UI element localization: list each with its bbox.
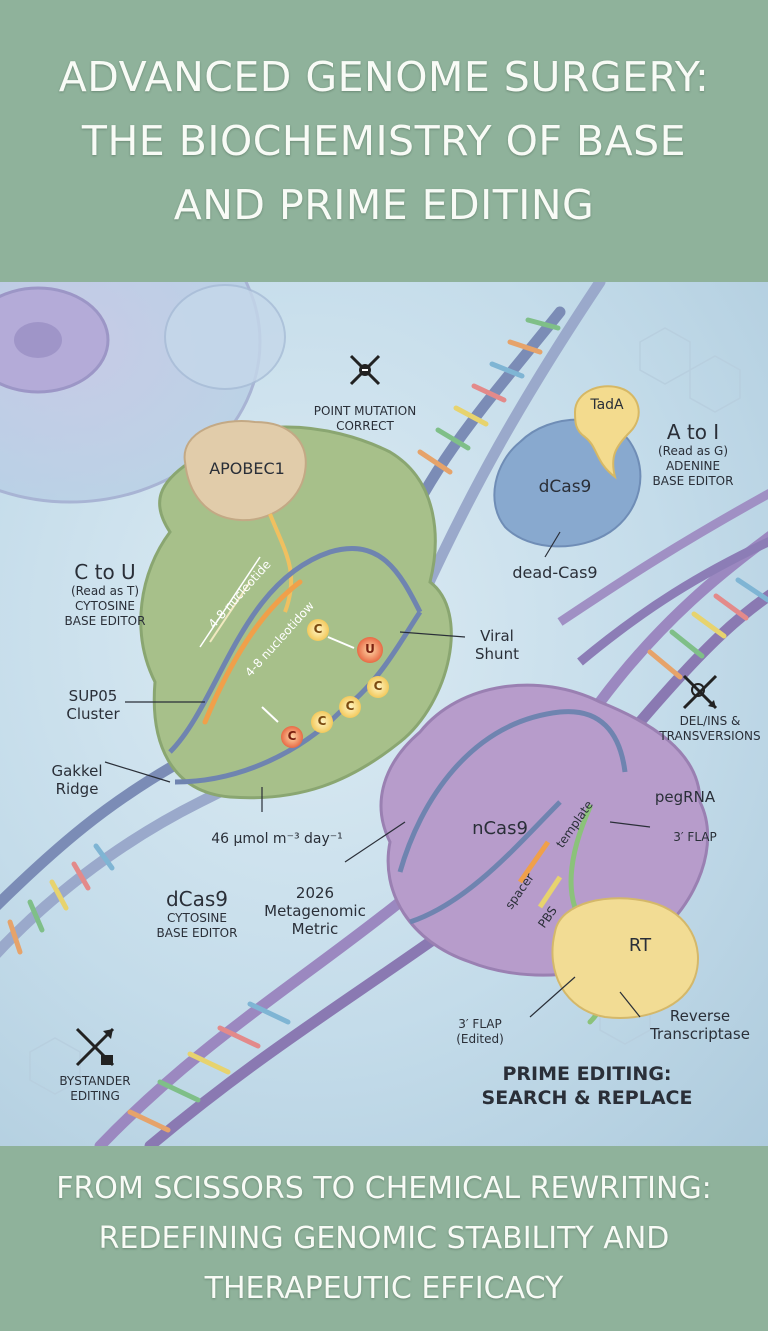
reverse-transcriptase-label: Reverse Transcriptase [640, 1007, 760, 1043]
metric-line: Metric [291, 920, 339, 938]
apobec1-linker [268, 513, 294, 613]
dcas9-cbe-label: dCas9 CYTOSINE BASE EDITOR [132, 887, 262, 941]
apobec1-domain [183, 420, 307, 522]
base-letter: C [345, 699, 355, 713]
bystander-label: BYSTANDER EDITING [40, 1074, 150, 1104]
crossed-dna-icon [349, 354, 381, 386]
flap-edited-line: 3′ FLAP [458, 1017, 502, 1031]
viral-shunt-line: Viral [480, 627, 514, 645]
sup05-label: SUP05 Cluster [58, 687, 128, 723]
page-title: ADVANCED GENOME SURGERY: THE BIOCHEMISTR… [14, 45, 754, 237]
bystander-line: EDITING [70, 1089, 120, 1103]
title-line: THE BIOCHEMISTRY OF BASE [81, 117, 687, 165]
dcas9-abe-label: dCas9 [538, 477, 592, 497]
dcas9-cbe-line: CYTOSINE [167, 911, 227, 925]
dead-cas9-label: dead-Cas9 [512, 563, 598, 582]
gakkel-line: Gakkel [51, 762, 103, 780]
del-ins-label: DEL/INS & TRANSVERSIONS [655, 714, 765, 744]
illustration-area: POINT MUTATION CORRECT APOBEC1 TadA dCas… [0, 282, 768, 1146]
ncas9-label: nCas9 [472, 818, 528, 839]
flap-edited-label: 3′ FLAP (Edited) [440, 1017, 520, 1047]
rt-line: Reverse [669, 1007, 731, 1025]
metric-line: 2026 [295, 884, 335, 902]
a-to-i-line: BASE EDITOR [652, 474, 734, 488]
prime-editing-label: PRIME EDITING: SEARCH & REPLACE [472, 1062, 702, 1110]
subtitle-banner: FROM SCISSORS TO CHEMICAL REWRITING: RED… [0, 1146, 768, 1331]
bystander-line: BYSTANDER [59, 1074, 131, 1088]
illustration-graphics [0, 282, 768, 1146]
a-to-i-title: A to I [666, 420, 720, 444]
page-subtitle: FROM SCISSORS TO CHEMICAL REWRITING: RED… [14, 1164, 754, 1314]
tada-domain [573, 385, 640, 480]
subtitle-line: REDEFINING GENOMIC STABILITY AND [98, 1220, 670, 1256]
flap-top-label: 3′ FLAP [673, 830, 717, 844]
title-line: AND PRIME EDITING [173, 181, 595, 229]
base-letter: U [365, 642, 375, 656]
point-mutation-line: CORRECT [336, 419, 394, 433]
a-to-i-label: A to I (Read as G) ADENINE BASE EDITOR [628, 420, 758, 489]
title-line: ADVANCED GENOME SURGERY: [58, 53, 710, 101]
rt-domain [551, 897, 699, 1019]
subtitle-line: THERAPEUTIC EFFICACY [204, 1270, 564, 1306]
rt-label: RT [628, 935, 652, 956]
base-circles-top [307, 619, 383, 663]
flap-edited-line: (Edited) [456, 1032, 504, 1046]
base-letter: C [317, 714, 327, 728]
c-to-u-line: CYTOSINE [75, 599, 135, 613]
dcas9-cbe-line: BASE EDITOR [156, 926, 238, 940]
point-mutation-line: POINT MUTATION [313, 404, 417, 418]
prime-editing-line: PRIME EDITING: [502, 1063, 672, 1085]
guide-rna-strand [202, 579, 303, 725]
sup05-line: Cluster [66, 705, 120, 723]
c-to-u-read: (Read as T) [70, 584, 140, 598]
cbe-protein-blob [139, 425, 453, 800]
crossed-arrow-icon [75, 1027, 115, 1067]
window-bracket [199, 556, 261, 648]
c-to-u-line: BASE EDITOR [64, 614, 146, 628]
pe-dna-bubble [397, 709, 628, 873]
del-ins-line: DEL/INS & [679, 714, 741, 728]
c-to-u-title: C to U [74, 560, 136, 584]
point-mutation-label: POINT MUTATION CORRECT [300, 404, 430, 434]
tada-label: TadA [590, 397, 624, 413]
base-circles-bottom [281, 676, 389, 748]
dna-helix-right [557, 488, 768, 666]
cbe-dna-bubble [168, 545, 423, 754]
crossed-scissor-icon [682, 674, 718, 710]
base-letter: C [373, 679, 383, 693]
rt-line: Transcriptase [650, 1025, 750, 1043]
gakkel-label: Gakkel Ridge [42, 762, 112, 798]
c-to-u-label: C to U (Read as T) CYTOSINE BASE EDITOR [30, 560, 180, 629]
pegrna-label: pegRNA [654, 788, 716, 806]
metric-line: Metagenomic [264, 902, 366, 920]
del-ins-line: TRANSVERSIONS [659, 729, 761, 743]
prime-editing-line: SEARCH & REPLACE [481, 1087, 693, 1109]
leader-lines [104, 531, 651, 1018]
a-to-i-line: ADENINE [665, 459, 721, 473]
a-to-i-read: (Read as G) [657, 444, 729, 458]
metric-label: 2026 Metagenomic Metric [255, 884, 375, 938]
base-letter: C [287, 729, 297, 743]
subtitle-line: FROM SCISSORS TO CHEMICAL REWRITING: [56, 1170, 712, 1206]
dcas9-cbe-title: dCas9 [165, 887, 229, 911]
apobec1-label: APOBEC1 [209, 459, 285, 478]
base-letter: C [313, 622, 323, 636]
sup05-line: SUP05 [68, 687, 118, 705]
title-banner: ADVANCED GENOME SURGERY: THE BIOCHEMISTR… [0, 0, 768, 282]
gakkel-line: Ridge [55, 780, 99, 798]
flux-label: 46 µmol m⁻³ day⁻¹ [211, 831, 343, 847]
viral-shunt-label: Viral Shunt [462, 627, 532, 663]
viral-shunt-line: Shunt [475, 645, 519, 663]
